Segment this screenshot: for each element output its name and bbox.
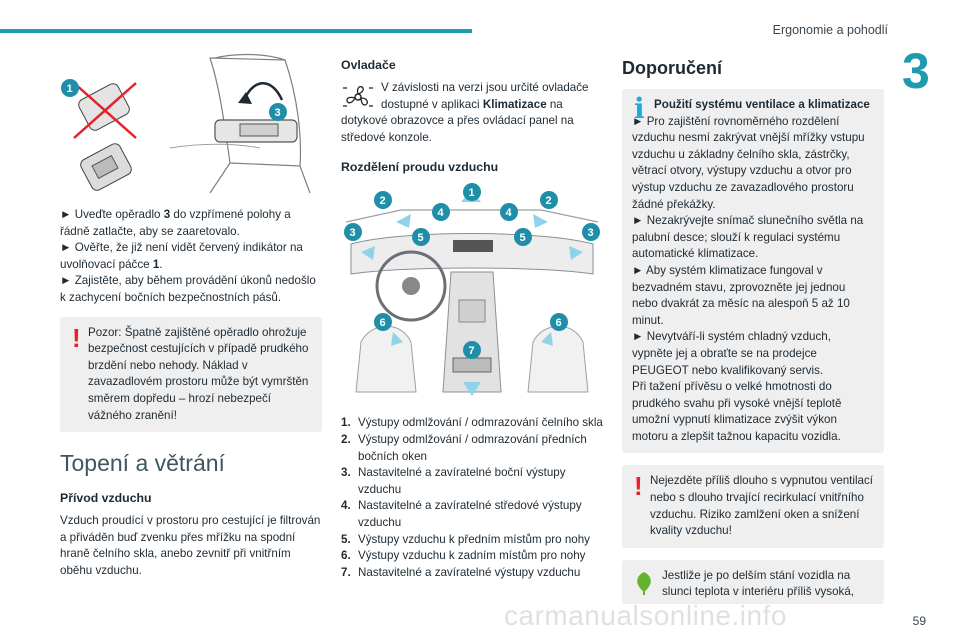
seat-backrest-illustration: 1 3: [61, 53, 311, 194]
info-icon: i: [634, 92, 645, 125]
list-item: 3.Nastavitelné a zavíratelné boční výstu…: [341, 466, 566, 496]
step-2: ► Ověřte, že již není vidět červený indi…: [60, 241, 303, 271]
info-item: ► Aby systém klimatizace fungoval v bezv…: [632, 263, 850, 327]
warning-text: Pozor: Špatně zajištěné opěradlo ohrožuj…: [88, 325, 309, 422]
chapter-number: 3: [902, 43, 930, 99]
subtitle-air-intake: Přívod vzduchu: [60, 491, 152, 506]
recommendations-title: Doporučení: [622, 58, 723, 78]
list-item: 7.Nastavitelné a zavíratelné výstupy vzd…: [341, 565, 581, 579]
diagram-label-6-right: 6: [556, 317, 562, 329]
diagram-label-3-right: 3: [588, 227, 594, 239]
info-item: ► Nevytváří-li systém chladný vzduch, vy…: [632, 330, 831, 377]
info-item: Při tažení přívěsu o velké hmotnosti do …: [632, 380, 842, 443]
subtitle-air-distribution: Rozdělení proudu vzduchu: [341, 160, 499, 175]
step-3: ► Zajistěte, aby během provádění úkonů n…: [60, 274, 316, 304]
diagram-label-2-right: 2: [546, 195, 552, 207]
diagram-label-3-left: 3: [350, 227, 356, 239]
warning-box: ! Pozor: Špatně zajištěné opěradlo ohrož…: [60, 316, 322, 433]
air-distribution-diagram: 1 2 2 3 3 4 4 5 5 6 6 7: [344, 183, 600, 397]
diagram-label-1: 1: [469, 187, 475, 199]
info-title: Použití systému ventilace a klimatizace: [654, 98, 870, 111]
diagram-label-5-right: 5: [520, 232, 526, 244]
left-column: 1 3 ► Uveďte opěradlo 3 do vzpřímené pol…: [60, 48, 322, 580]
running-header: Ergonomie a pohodlí: [772, 23, 888, 37]
diagram-label-4-left: 4: [438, 207, 445, 219]
figure-label-1: 1: [67, 83, 73, 95]
step-1: ► Uveďte opěradlo 3 do vzpřímené polohy …: [60, 208, 291, 238]
eco-box: Jestliže je po delším stání vozidla na s…: [622, 559, 884, 604]
release-lever: [80, 143, 132, 191]
eco-text: Jestliže je po delším stání vozidla na s…: [662, 568, 855, 599]
warning-box-recirculation: ! Nejezděte příliš dlouho s vypnutou ven…: [622, 465, 884, 548]
info-item: ► Pro zajištění rovnoměrného rozdělení v…: [632, 114, 865, 211]
figure-label-3: 3: [275, 107, 281, 119]
controls-paragraph: V závislosti na verzi jsou určité ovlada…: [341, 81, 589, 144]
list-item: 4.Nastavitelné a zavíratelné středové vý…: [341, 499, 582, 529]
warning-icon: !: [72, 322, 81, 353]
diagram-label-5-left: 5: [418, 232, 424, 244]
diagram-label-7: 7: [469, 345, 475, 357]
diagram-label-2-left: 2: [380, 195, 386, 207]
header-bar: [0, 29, 472, 33]
right-column: Doporučení i Použití systému ventilace a…: [622, 58, 884, 604]
warning-text: Nejezděte příliš dlouho s vypnutou venti…: [650, 474, 873, 538]
middle-column: Ovladače V závislosti na verzi jsou urči…: [341, 58, 603, 581]
list-item: 6.Výstupy vzduchu k zadním místům pro no…: [341, 549, 586, 563]
instruction-steps: ► Uveďte opěradlo 3 do vzpřímené polohy …: [60, 207, 322, 307]
list-item: 5.Výstupy vzduchu k předním místům pro n…: [341, 532, 590, 546]
air-intake-paragraph: Vzduch proudící v prostoru pro cestující…: [60, 514, 321, 577]
release-lever-crossed: [73, 82, 137, 139]
fan-icon: [343, 86, 373, 107]
list-item: 2.Výstupy odmlžování / odmrazování předn…: [341, 432, 587, 463]
diagram-label-4-right: 4: [506, 207, 513, 219]
info-item: ► Nezakrývejte snímač slunečního světla …: [632, 214, 864, 261]
info-box: i Použití systému ventilace a klimatizac…: [622, 89, 884, 454]
list-item: 1.Výstupy odmlžování / odmrazování čelní…: [341, 416, 603, 430]
watermark: carmanualsonline.info: [504, 600, 787, 631]
diagram-label-6-left: 6: [380, 317, 386, 329]
subtitle-controls: Ovladače: [341, 58, 396, 72]
rotate-arrow-icon: [243, 82, 284, 101]
eco-leaf-icon: [637, 571, 651, 595]
section-title: Topení a větrání: [60, 450, 225, 477]
vent-legend-list: 1.Výstupy odmlžování / odmrazování čelní…: [341, 415, 603, 581]
page-number: 59: [912, 614, 926, 628]
warning-icon: !: [634, 471, 643, 502]
